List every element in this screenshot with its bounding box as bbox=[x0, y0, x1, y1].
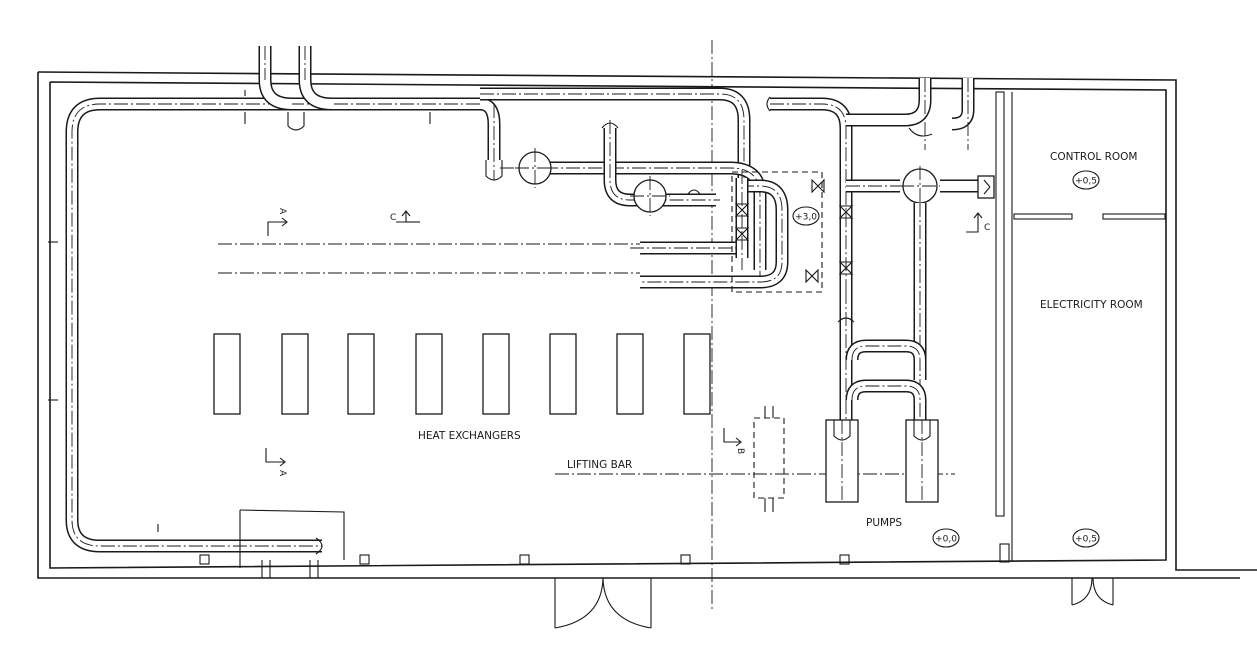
heat-exchangers-label: HEAT EXCHANGERS bbox=[418, 430, 521, 442]
top-risers bbox=[258, 46, 333, 131]
pipe-network-middle bbox=[485, 120, 995, 420]
elevation-tag-electricity-room: +0,5 bbox=[1072, 528, 1100, 548]
lifting-bar-label: LIFTING BAR bbox=[567, 459, 632, 471]
main-double-door bbox=[554, 577, 652, 629]
bottom-pipe-connection bbox=[239, 509, 345, 578]
heat-exchanger-6 bbox=[549, 333, 577, 415]
heat-exchanger-8 bbox=[683, 333, 711, 415]
heat-exchanger-7 bbox=[616, 333, 644, 415]
perimeter-pipe bbox=[48, 90, 480, 553]
control-room-label: CONTROL ROOM bbox=[1050, 151, 1138, 163]
svg-text:+0,5: +0,5 bbox=[1075, 535, 1097, 545]
pump-piping bbox=[837, 290, 927, 430]
building-walls bbox=[37, 71, 1257, 579]
heat-exchangers bbox=[213, 333, 711, 415]
heat-exchanger-5 bbox=[482, 333, 510, 415]
elevation-tag-control-room: +0,5 bbox=[1072, 170, 1100, 190]
electricity-room-door bbox=[1071, 577, 1114, 606]
section-a-top-label: A bbox=[277, 208, 287, 215]
section-a-bottom-label: A bbox=[277, 470, 287, 477]
section-markers: A C A B C bbox=[265, 208, 990, 477]
heat-exchanger-4 bbox=[415, 333, 443, 415]
elevation-tag-pumps: +0,0 bbox=[932, 528, 960, 548]
pump-units bbox=[825, 419, 939, 503]
svg-text:+3,0: +3,0 bbox=[795, 213, 817, 223]
section-c-left-label: C bbox=[390, 213, 396, 223]
heat-exchanger-3 bbox=[347, 333, 375, 415]
electricity-room-label: ELECTRICITY ROOM bbox=[1040, 299, 1143, 311]
elevation-tag-valve-platform: +3,0 bbox=[792, 206, 820, 226]
svg-text:+0,0: +0,0 bbox=[935, 535, 957, 545]
pumps-label: PUMPS bbox=[866, 517, 902, 529]
section-b-label: B bbox=[735, 448, 745, 454]
heat-exchanger-2 bbox=[281, 333, 309, 415]
heat-exchanger-1 bbox=[213, 333, 241, 415]
svg-text:+0,5: +0,5 bbox=[1075, 177, 1097, 187]
section-c-right-label: C bbox=[984, 223, 990, 233]
lifting-bar-crane bbox=[753, 406, 785, 512]
upper-header-pipe bbox=[479, 78, 975, 300]
